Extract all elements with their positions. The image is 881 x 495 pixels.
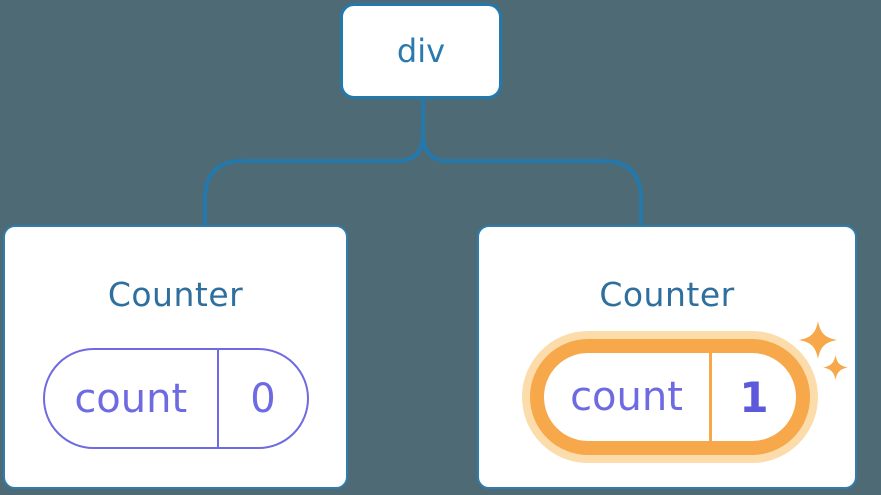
pill-divider (709, 353, 712, 441)
root-node-label: div (396, 32, 446, 70)
component-title: Counter (107, 275, 244, 314)
sparkle-icon-large (799, 321, 837, 359)
connector-left-branch (203, 99, 425, 225)
root-node-div: div (340, 3, 502, 99)
state-key-label: count (570, 374, 683, 420)
state-pill-count-0: count 0 (43, 348, 309, 449)
state-value: 1 (739, 372, 769, 422)
sparkle-icon-small (823, 355, 848, 380)
counter-card-right: Counter count 1 (477, 225, 857, 489)
connector-right-branch (421, 99, 643, 225)
pill-divider (216, 350, 219, 447)
state-pill-count-1-highlighted: count 1 (530, 339, 810, 455)
state-value: 0 (250, 375, 276, 422)
state-key-label: count (74, 375, 188, 422)
component-title: Counter (599, 275, 735, 314)
counter-card-left: Counter count 0 (3, 225, 348, 489)
